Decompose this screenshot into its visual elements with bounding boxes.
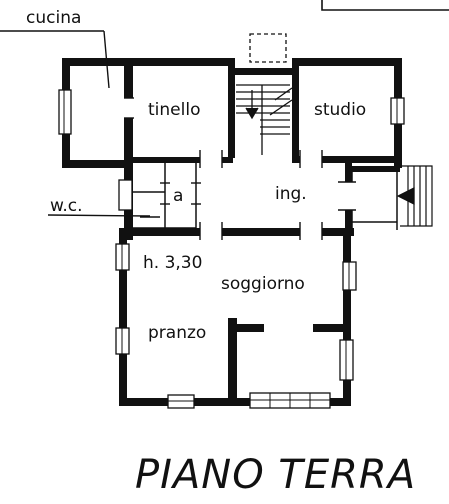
wall-cucina-bottom <box>62 160 132 168</box>
leader-lines <box>0 30 151 217</box>
wall-cucina-top <box>62 58 132 66</box>
staircase <box>236 33 293 155</box>
window-cucina <box>58 89 72 135</box>
wall-tinello-top <box>124 58 232 66</box>
wall-tinello-right <box>228 58 235 158</box>
wall-stair-top <box>232 68 292 75</box>
window-mullions <box>63 90 398 408</box>
doors <box>124 97 356 240</box>
plan-title: PIANO TERRA <box>135 452 416 498</box>
label-a: a <box>173 186 183 206</box>
wall-pranzo-right <box>228 318 237 402</box>
wall-studio-top <box>292 58 402 66</box>
entrance-steps <box>396 165 433 227</box>
frame-corner <box>321 0 449 11</box>
wall-pranzo-stub <box>228 324 264 332</box>
label-ing: ing. <box>275 184 307 204</box>
wall-studio-bottom <box>292 156 402 163</box>
window-wc <box>118 179 133 211</box>
wall-vestibule-top <box>352 166 400 172</box>
wall-studio-left <box>292 58 299 160</box>
label-pranzo: pranzo <box>148 323 206 343</box>
wall-soggiorno-stub <box>313 324 347 332</box>
wall-soggiorno-top <box>122 228 354 236</box>
wall-soggiorno-left <box>119 228 127 406</box>
label-height-note: h. 3,30 <box>143 253 202 273</box>
label-cucina: cucina <box>26 8 81 28</box>
wall-corridor-top <box>133 157 233 163</box>
wall-central-left <box>124 58 133 240</box>
label-wc: w.c. <box>50 196 83 216</box>
wall-soggiorno-right <box>343 228 351 406</box>
label-studio: studio <box>314 100 366 120</box>
label-tinello: tinello <box>148 100 200 120</box>
label-soggiorno: soggiorno <box>221 274 305 294</box>
stair-projection <box>249 33 287 63</box>
